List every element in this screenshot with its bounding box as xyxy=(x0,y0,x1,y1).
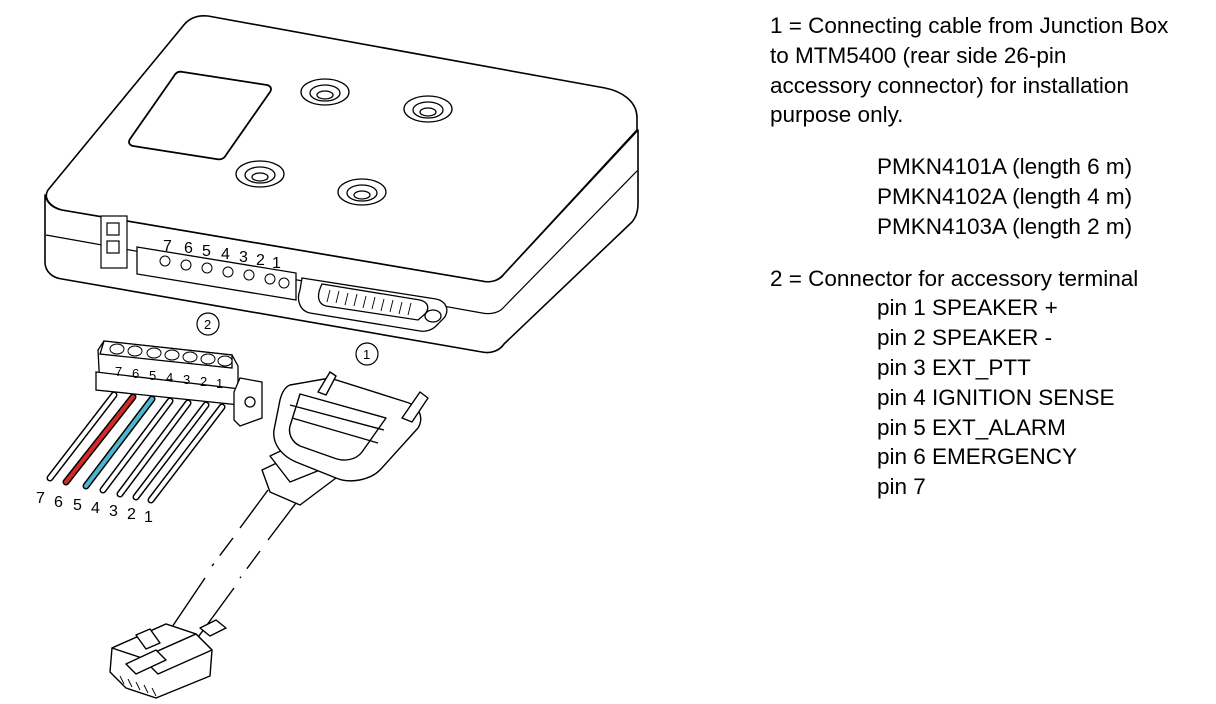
plug-wires xyxy=(46,391,226,504)
wire-pin-label: 3 xyxy=(109,503,118,520)
terminal-plug: 7 6 5 4 3 2 1 7 6 5 4 3 2 1 xyxy=(36,340,263,526)
header-pin-label: 5 xyxy=(202,243,211,260)
plug-pin-label: 1 xyxy=(216,376,223,391)
plug-screws xyxy=(109,343,233,367)
wire-pin-label: 6 xyxy=(54,494,63,511)
legend-item-2: 2 = Connector for accessory terminal xyxy=(770,265,1139,291)
plug-pin-label: 3 xyxy=(183,372,190,387)
plug-pin-label: 6 xyxy=(132,366,139,381)
pin-description: pin 5 EXT_ALARM xyxy=(877,414,1066,440)
kit-number: PMKN4101A (length 6 m) xyxy=(877,154,1133,180)
plug-pin-label: 2 xyxy=(200,374,207,389)
cable-assembly xyxy=(109,371,429,699)
legend-item-1-line: accessory connector) for installation xyxy=(770,72,1129,98)
junction-box xyxy=(44,15,639,354)
legend-spacer xyxy=(770,242,1210,264)
legend-spacer xyxy=(770,130,1210,152)
callout-2: 2 xyxy=(196,312,220,336)
header-pin-label: 7 xyxy=(163,238,172,255)
pin-description: pin 3 EXT_PTT xyxy=(877,354,1031,380)
pin-description: pin 2 SPEAKER - xyxy=(877,325,1053,351)
terminal-header: 7 6 5 4 3 2 1 xyxy=(136,238,297,301)
plug-pin-label: 5 xyxy=(149,368,156,383)
kit-number: PMKN4102A (length 4 m) xyxy=(877,183,1133,209)
pin-description: pin 6 EMERGENCY xyxy=(877,444,1078,470)
mounting-hole xyxy=(337,178,387,206)
header-pin-label: 2 xyxy=(256,252,265,269)
callout-1: 1 xyxy=(355,342,379,366)
legend-item-1-line: 1 = Connecting cable from Junction Box xyxy=(770,13,1169,38)
header-pin-label: 3 xyxy=(239,249,248,266)
wire-pin-label: 4 xyxy=(91,500,100,517)
legend-item-1-line: purpose only. xyxy=(770,102,904,128)
wire-cyan xyxy=(84,397,154,488)
wire-pin-label: 7 xyxy=(36,490,45,507)
mounting-holes xyxy=(235,78,453,206)
wire-red xyxy=(64,395,135,484)
side-port xyxy=(100,215,128,269)
junction-box-seam xyxy=(45,169,639,315)
connection-diagram: 7 6 5 4 3 2 1 2 1 xyxy=(36,15,639,699)
callout-2-label: 2 xyxy=(204,317,211,332)
pin-description: pin 4 IGNITION SENSE xyxy=(877,384,1115,410)
pin-description: pin 7 xyxy=(877,474,926,500)
plug-pin-label: 4 xyxy=(166,370,173,385)
cable-lines xyxy=(169,489,297,641)
callout-1-label: 1 xyxy=(363,347,370,362)
pin-description: pin 1 SPEAKER + xyxy=(877,295,1058,321)
dsub-socket xyxy=(297,277,448,332)
mounting-hole xyxy=(300,78,350,106)
display-window xyxy=(128,70,272,161)
kit-number: PMKN4103A (length 2 m) xyxy=(877,213,1133,239)
legend-item-1-line: to MTM5400 (rear side 26-pin xyxy=(770,42,1067,68)
wire-pin-label: 2 xyxy=(127,506,136,523)
plug-pin-label: 7 xyxy=(115,364,122,379)
mounting-hole xyxy=(235,160,285,188)
header-pin-label: 1 xyxy=(272,255,281,272)
mounting-hole xyxy=(403,95,453,123)
legend: 1 = Connecting cable from Junction Box t… xyxy=(770,11,1210,502)
header-pin-label: 6 xyxy=(184,240,193,257)
header-pin-label: 4 xyxy=(221,246,230,263)
wire-pin-label: 5 xyxy=(73,497,82,514)
wire-pin-label: 1 xyxy=(144,509,153,526)
